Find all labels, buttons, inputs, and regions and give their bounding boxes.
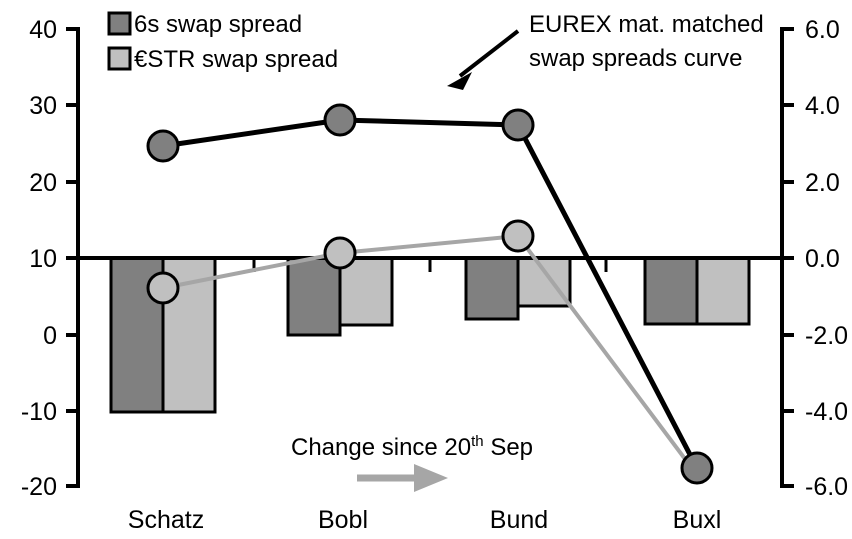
eurex-marker-bund bbox=[501, 108, 535, 142]
eurex-annotation-arrow bbox=[447, 29, 520, 90]
left-tick-label-0: 0 bbox=[43, 322, 57, 350]
eurex-marker-bobl bbox=[323, 103, 357, 137]
right-tick-label-4: 4.0 bbox=[805, 92, 840, 120]
left-tick-label-minus20: -20 bbox=[21, 473, 57, 501]
change-marker-bobl bbox=[323, 236, 357, 270]
eurex-annotation: EUREX mat. matched swap spreads curve bbox=[447, 11, 764, 90]
bar-bund-6s bbox=[464, 256, 520, 321]
category-label-schatz: Schatz bbox=[128, 506, 204, 534]
change-since-suffix: Sep bbox=[484, 434, 533, 461]
eurex-annotation-line2: swap spreads curve bbox=[529, 45, 742, 72]
category-labels: Schatz Bobl Bund Buxl bbox=[128, 506, 722, 534]
left-tick-label-20: 20 bbox=[29, 169, 57, 197]
bar-bobl-estr bbox=[338, 256, 394, 327]
left-tick-label-30: 30 bbox=[29, 92, 57, 120]
change-marker-bund bbox=[501, 219, 535, 253]
change-since-line-series bbox=[146, 219, 699, 477]
bar-buxl-estr bbox=[695, 256, 751, 326]
category-label-bobl: Bobl bbox=[318, 506, 368, 534]
right-tick-label-0: 0.0 bbox=[805, 245, 840, 273]
change-since-annotation: Change since 20th Sep bbox=[291, 433, 533, 492]
legend: 6s swap spread €STR swap spread bbox=[107, 11, 338, 73]
category-label-bund: Bund bbox=[490, 506, 548, 534]
change-since-prefix: Change since 20 bbox=[291, 434, 471, 461]
eurex-curve-line bbox=[162, 117, 700, 470]
right-tick-label-6: 6.0 bbox=[805, 16, 840, 44]
change-since-line bbox=[162, 233, 699, 477]
bar-bobl-6s bbox=[286, 256, 342, 337]
eurex-marker-buxl bbox=[680, 451, 714, 485]
eurex-annotation-line1: EUREX mat. matched bbox=[529, 11, 764, 38]
right-tick-label-minus4: -4.0 bbox=[805, 398, 848, 426]
left-tick-label-10: 10 bbox=[29, 245, 57, 273]
right-tick-label-minus6: -6.0 bbox=[805, 473, 848, 501]
change-since-arrow-icon bbox=[357, 464, 448, 492]
bar-buxl-6s bbox=[643, 256, 699, 326]
category-label-buxl: Buxl bbox=[673, 506, 722, 534]
legend-swatch-estr bbox=[107, 46, 132, 71]
right-tick-label-2: 2.0 bbox=[805, 169, 840, 197]
legend-swatch-6s bbox=[107, 11, 132, 36]
left-tick-label-minus10: -10 bbox=[21, 398, 57, 426]
eurex-marker-schatz bbox=[146, 129, 180, 163]
change-since-text: Change since 20th Sep bbox=[291, 433, 533, 461]
legend-label-estr: €STR swap spread bbox=[134, 46, 338, 73]
left-tick-label-40: 40 bbox=[29, 16, 57, 44]
change-marker-schatz bbox=[146, 271, 180, 305]
eurex-curve-series bbox=[146, 103, 714, 485]
right-tick-label-minus2: -2.0 bbox=[805, 322, 848, 350]
bar-bund-estr bbox=[516, 256, 572, 308]
legend-label-6s: 6s swap spread bbox=[134, 11, 302, 38]
change-since-sup: th bbox=[471, 433, 484, 450]
